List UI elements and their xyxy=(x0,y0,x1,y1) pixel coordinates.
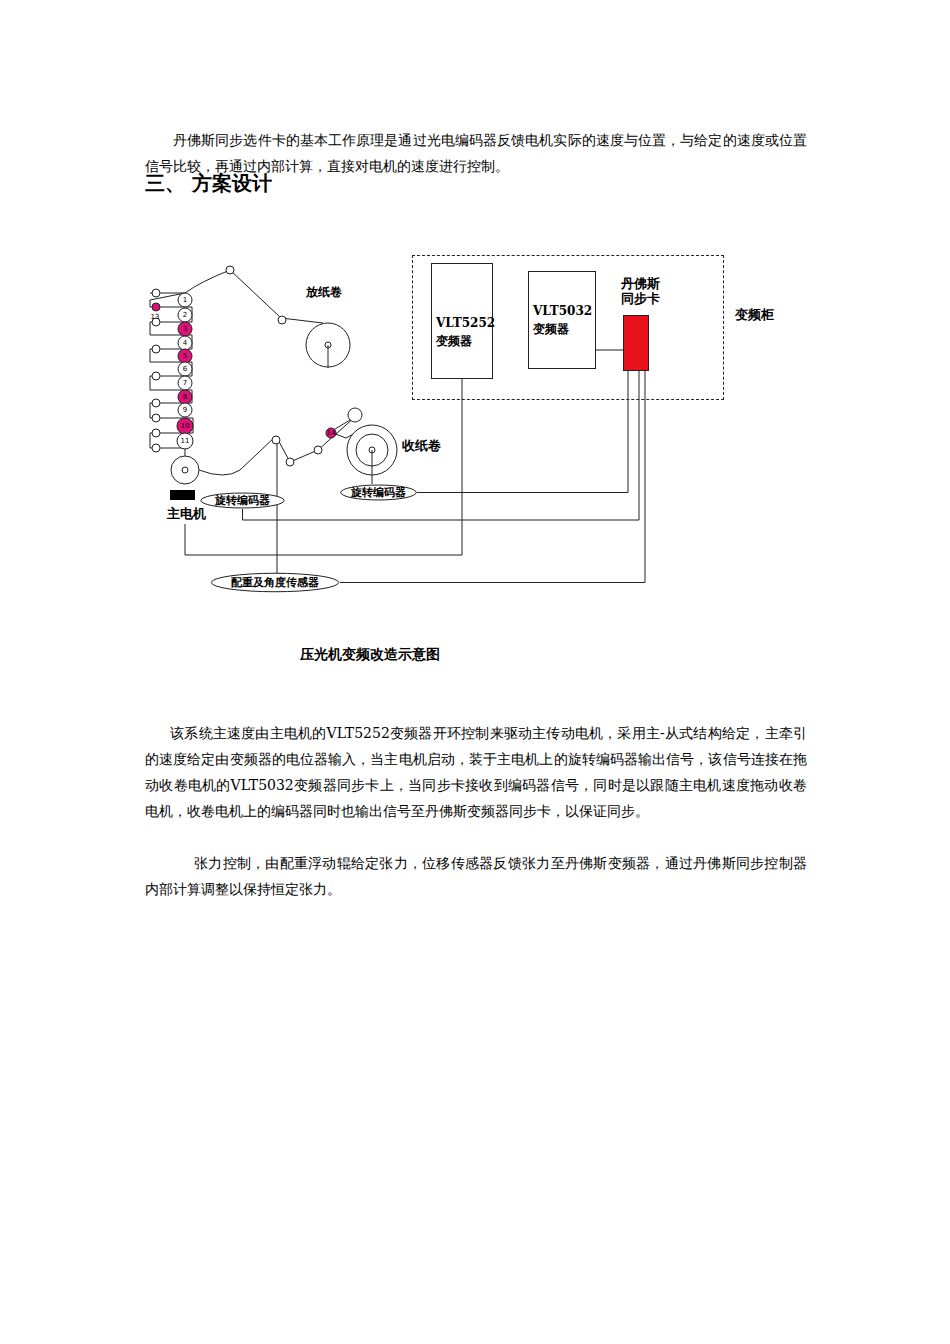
part-label: 收纸卷 xyxy=(402,437,441,455)
body-paragraph: 丹佛斯同步选件卡的基本工作原理是通过光电编码器反馈电机实际的速度与位置，与给定的… xyxy=(145,127,807,179)
node-label: 旋转编码器 xyxy=(340,484,417,501)
roller xyxy=(178,293,192,307)
main-roller xyxy=(171,456,199,484)
callout-number: 10 xyxy=(179,422,191,430)
guide-roller xyxy=(226,266,234,274)
encoder-ellipse: 旋转编码器 xyxy=(200,492,285,509)
node-label: VLT5032 变频器 xyxy=(529,302,595,338)
reel-shaft xyxy=(372,450,373,484)
roller xyxy=(178,362,192,376)
idler-roller xyxy=(152,399,160,407)
callout-number: 3 xyxy=(179,325,191,333)
roller xyxy=(177,433,193,449)
node-label: VLT5252 变频器 xyxy=(432,314,492,350)
inverter-box: VLT5032 变频器 xyxy=(528,271,596,369)
node-label: 主电机 xyxy=(167,505,205,523)
idler-roller xyxy=(152,289,160,297)
dancer-roller xyxy=(272,436,280,444)
node-label: 丹佛斯 同步卡 xyxy=(621,276,669,306)
guide-roller xyxy=(286,458,294,466)
callout-number: 11 xyxy=(179,437,191,445)
guide-roller xyxy=(314,446,322,454)
signal-wire xyxy=(243,371,640,520)
callout-number: 6 xyxy=(179,365,191,373)
signal-wire xyxy=(417,371,628,493)
roller xyxy=(178,322,192,336)
cabinet-region: 变频柜VLT5252 变频器VLT5032 变频器丹佛斯 同步卡 xyxy=(412,255,724,400)
signal-wire xyxy=(340,371,645,583)
idler-roller xyxy=(152,444,160,452)
paper-path xyxy=(150,270,323,323)
part-label: 放纸卷 xyxy=(306,284,342,301)
roller xyxy=(177,418,193,434)
node-label: 旋转编码器 xyxy=(200,492,285,509)
section-heading: 三、 方案设计 xyxy=(145,170,272,197)
sensor-ellipse: 配重及角度传感器 xyxy=(210,572,340,593)
figure-caption: 压光机变频改造示意图 xyxy=(300,646,440,664)
inverter-box: VLT5252 变频器 xyxy=(431,263,493,379)
idler-roller xyxy=(152,429,160,437)
pink-roller xyxy=(326,428,336,438)
body-paragraph: 该系统主速度由主电机的VLT5252变频器开环控制来驱动主传动电机，采用主-从式… xyxy=(145,720,807,824)
signal-wire xyxy=(185,379,462,555)
roller xyxy=(178,376,192,390)
paper-path xyxy=(199,417,370,475)
roller xyxy=(178,349,192,363)
node-label: 变频柜 xyxy=(735,306,774,324)
paper-web xyxy=(150,270,370,573)
idler-roller xyxy=(152,345,160,353)
guide-roller xyxy=(278,316,286,324)
main-motor: 主电机 xyxy=(165,490,205,524)
sync-card: 丹佛斯 同步卡 xyxy=(623,315,649,371)
callout-number: 9 xyxy=(179,406,191,414)
idler-roller xyxy=(152,372,160,380)
callout-number: 5 xyxy=(179,352,191,360)
signal-wire xyxy=(596,350,623,351)
roller xyxy=(178,390,192,404)
callout-number: 1 xyxy=(179,296,191,304)
callout-number: 7 xyxy=(179,379,191,387)
encoder-ellipse: 旋转编码器 xyxy=(340,484,417,501)
callout-number: 8 xyxy=(179,393,191,401)
motor-symbol xyxy=(170,490,195,500)
callout-number: 14 xyxy=(325,429,337,437)
callout-number: 4 xyxy=(179,339,191,347)
unwind-reel xyxy=(306,323,350,367)
reels xyxy=(171,266,397,484)
reel-core xyxy=(182,467,188,473)
idler-roller xyxy=(152,414,160,422)
callout-number: 2 xyxy=(179,311,191,319)
roller xyxy=(178,336,192,350)
body-paragraph: 张力控制，由配重浮动辊给定张力，位移传感器反馈张力至丹佛斯变频器，通过丹佛斯同步… xyxy=(145,850,807,902)
guide-roller xyxy=(348,408,362,422)
reel-shaft xyxy=(328,345,329,368)
node-label: 配重及角度传感器 xyxy=(210,572,340,593)
roller xyxy=(178,308,192,322)
dancer-rod xyxy=(277,440,278,573)
pink-roller xyxy=(152,303,160,311)
roller xyxy=(178,403,192,417)
callout-number: 13 xyxy=(148,313,162,321)
